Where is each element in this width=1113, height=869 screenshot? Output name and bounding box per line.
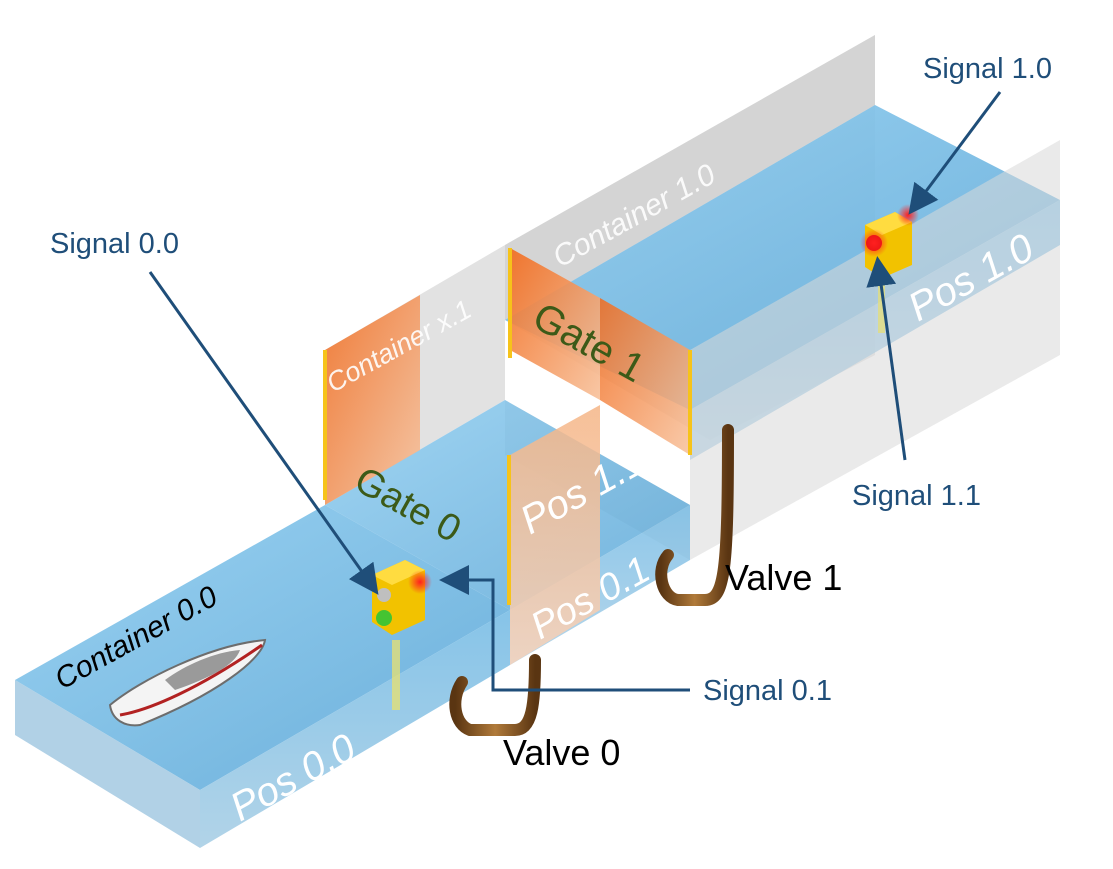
valve-0-pipe [449, 654, 541, 736]
gate-1 [508, 248, 692, 455]
callout-signal-0-1: Signal 0.1 [703, 675, 832, 707]
gate-0 [323, 295, 420, 505]
label-valve-0: Valve 0 [503, 732, 620, 773]
callout-signal-1-1: Signal 1.1 [852, 480, 981, 512]
signal-0-1-arrow [439, 565, 690, 692]
label-valve-1: Valve 1 [725, 557, 842, 598]
signal-1-1-arrow [866, 256, 907, 461]
callout-signal-1-0: Signal 1.0 [923, 53, 1052, 85]
signal-1-0-arrow [908, 91, 1002, 215]
middle-gate-panel [507, 405, 600, 665]
signal-0-traffic-light [372, 560, 432, 710]
signal-0-0-arrow [148, 271, 379, 595]
boat-icon [108, 638, 267, 727]
valve-1-pipe [655, 424, 734, 606]
callout-signal-0-0: Signal 0.0 [50, 228, 179, 260]
